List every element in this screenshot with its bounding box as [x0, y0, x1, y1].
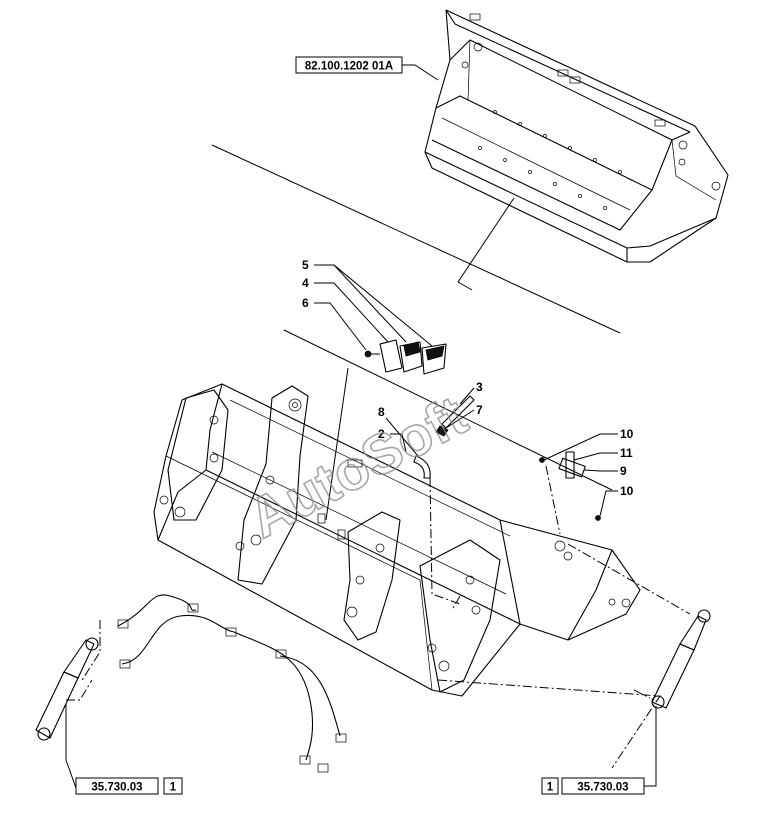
left-hydraulic-cylinder [35, 620, 101, 741]
svg-text:6: 6 [302, 296, 309, 310]
svg-text:5: 5 [302, 258, 309, 272]
top-bucket-drawing [424, 9, 729, 263]
pin-parts-9-10-11 [539, 451, 601, 521]
svg-text:11: 11 [620, 446, 633, 460]
callout-10-upper: 10 [543, 427, 634, 461]
bottom-right-reference-qty: 1 [547, 782, 554, 794]
callout-6: 6 [302, 296, 367, 351]
svg-text:10: 10 [620, 484, 634, 498]
callout-3: 3 [459, 380, 483, 405]
wear-plates-parts-4-5 [379, 339, 447, 375]
svg-text:10: 10 [620, 427, 634, 441]
callout-9: 9 [583, 464, 627, 478]
callout-7: 7 [445, 403, 483, 429]
bolt-part-6 [364, 350, 380, 358]
bottom-left-reference-qty: 1 [170, 782, 177, 794]
svg-text:9: 9 [620, 464, 627, 478]
svg-text:2: 2 [378, 427, 385, 441]
bottom-right-reference-label[interactable]: 1 35.730.03 [541, 706, 657, 795]
svg-text:3: 3 [476, 380, 483, 394]
callout-8: 8 [378, 405, 419, 457]
svg-text:7: 7 [476, 403, 483, 417]
callout-2: 2 [378, 427, 407, 453]
top-reference-code: 82.100.1202 01A [305, 61, 393, 73]
svg-text:8: 8 [378, 405, 385, 419]
strap-part-8 [413, 455, 431, 479]
bottom-left-reference-label[interactable]: 35.730.03 1 [65, 704, 183, 795]
hydraulic-hoses [117, 594, 347, 773]
main-bucket-drawing [153, 383, 641, 697]
svg-text:4: 4 [302, 276, 309, 290]
right-hydraulic-cylinder [633, 609, 711, 709]
pin-part-3 [435, 395, 475, 437]
top-reference-label[interactable]: 82.100.1202 01A [295, 56, 439, 81]
callout-5: 5 [302, 258, 433, 347]
bottom-left-reference-code: 35.730.03 [91, 782, 142, 794]
assembly-divider-lines [211, 144, 621, 491]
callout-10-lower: 10 [599, 484, 634, 517]
watermark: AutoSoft [238, 383, 476, 550]
bottom-right-reference-code: 35.730.03 [577, 782, 628, 794]
callout-11: 11 [573, 446, 633, 461]
callout-4: 4 [302, 276, 389, 343]
